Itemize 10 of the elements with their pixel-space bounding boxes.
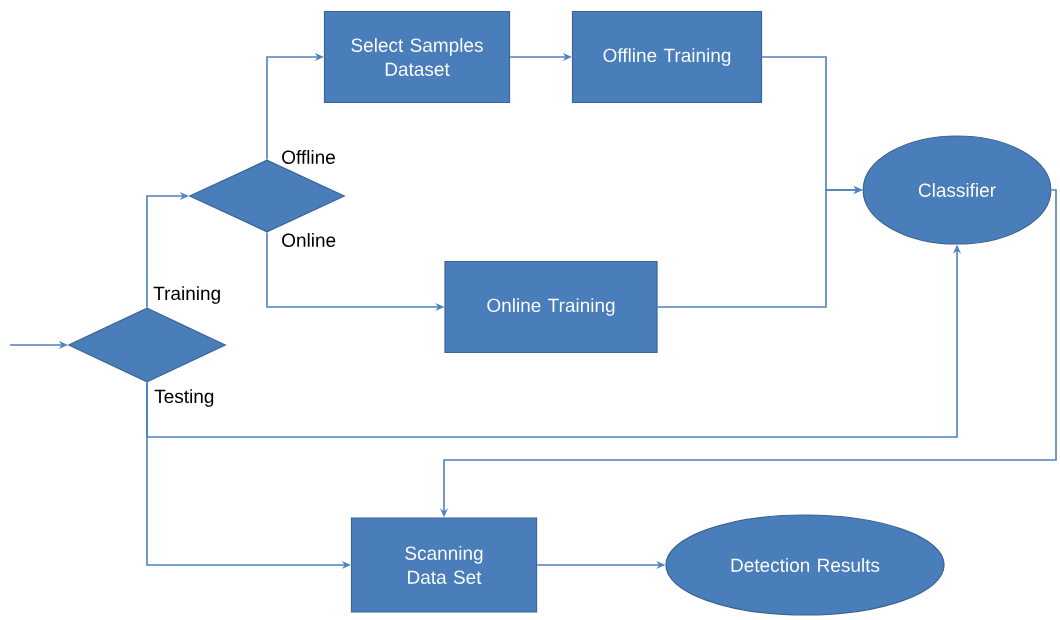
process-box: Scanning Data Set	[350, 517, 538, 613]
process-box: Select Samples Dataset	[323, 10, 511, 104]
ellipse-node: Classifier	[862, 135, 1052, 245]
ellipse-node: Detection Results	[665, 514, 945, 616]
edge-label: Testing	[153, 388, 216, 408]
edge-label: Training	[152, 285, 223, 305]
edge-label: Offline	[280, 149, 337, 165]
process-box: Offline Training	[571, 10, 763, 104]
edge-label: Online	[280, 232, 338, 248]
process-box: Online Training	[444, 260, 658, 354]
